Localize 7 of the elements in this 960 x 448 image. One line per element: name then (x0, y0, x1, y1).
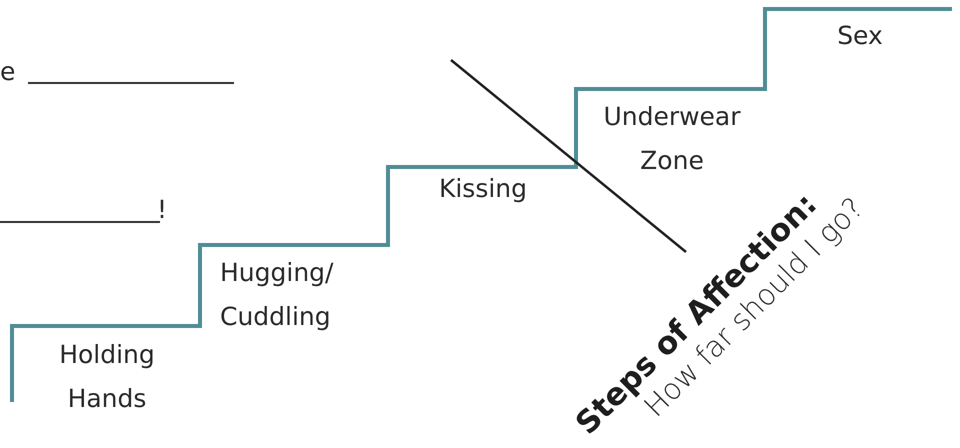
step-label: Sex (836, 20, 884, 52)
step-label: Holding Hands (58, 339, 156, 415)
step-label: Underwear Zone (602, 101, 742, 177)
word-fragment: e (0, 56, 16, 88)
exclamation-mark: ! (157, 194, 168, 226)
step-label: Kissing (438, 173, 528, 205)
step-label: Hugging/ Cuddling (220, 257, 334, 333)
